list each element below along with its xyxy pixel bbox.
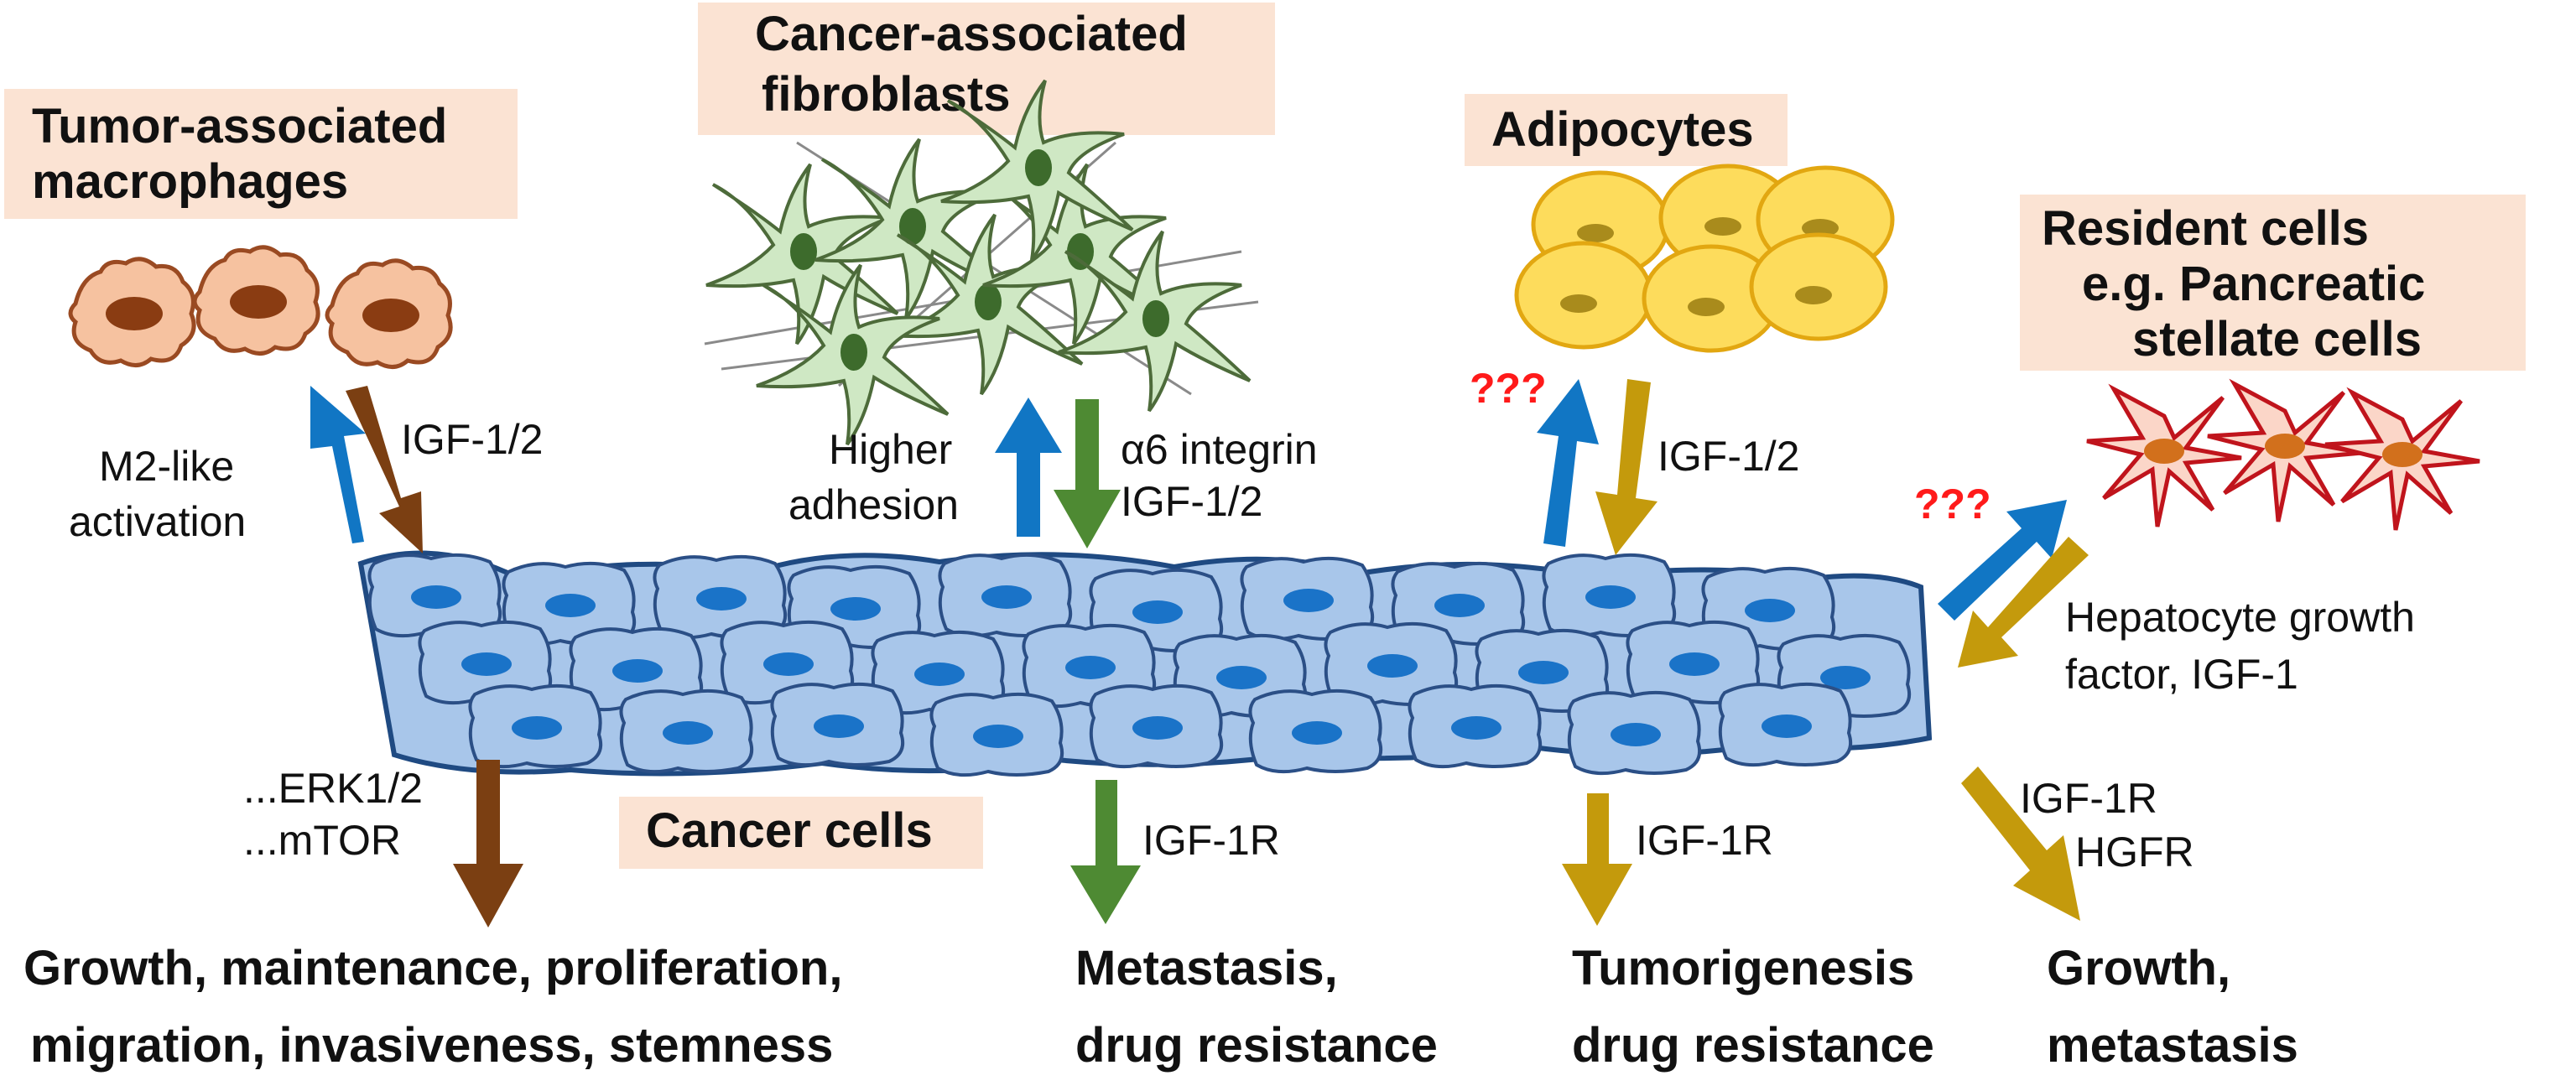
macrophages-header-box xyxy=(4,89,518,219)
resident-header-box xyxy=(2020,195,2526,371)
outcome-3-line1: Tumorigenesis xyxy=(1572,941,1915,995)
path3-label: IGF-1R xyxy=(1636,817,1773,864)
macrophages-header-line2: macrophages xyxy=(32,154,349,209)
adi-down-arrow xyxy=(1595,379,1657,555)
cancer-cells-header-box xyxy=(619,797,983,869)
macrophages-header-line1: Tumor-associated xyxy=(32,99,448,153)
adi-unknown-label: ??? xyxy=(1470,365,1547,412)
cancer-cells-header: Cancer cells xyxy=(646,803,933,858)
adipocytes-header-box xyxy=(1465,94,1788,166)
fib-up-arrow xyxy=(995,398,1062,537)
outcome-2-line2: drug resistance xyxy=(1075,1018,1438,1073)
mac-up-label-line2: activation xyxy=(69,498,247,545)
path1-label-line1: ...ERK1/2 xyxy=(243,765,423,812)
fibroblasts-header-box xyxy=(698,3,1275,135)
path1-arrow xyxy=(453,760,523,928)
fib-up-label-line2: adhesion xyxy=(788,481,959,528)
outcome-1-line1: Growth, maintenance, proliferation, xyxy=(23,941,843,995)
fib-down-label-line1: α6 integrin xyxy=(1121,426,1318,473)
path4-arrow xyxy=(1961,766,2080,921)
resident-header-line3: stellate cells xyxy=(2132,312,2422,366)
path2-label: IGF-1R xyxy=(1142,817,1280,864)
fib-down-arrow xyxy=(1054,399,1121,548)
res-down-arrow xyxy=(1958,537,2089,668)
path3-arrow xyxy=(1562,793,1632,926)
outcome-4-line2: metastasis xyxy=(2047,1018,2298,1073)
outcome-4-line1: Growth, xyxy=(2047,941,2231,995)
arrows xyxy=(310,379,2089,928)
cancer-cell-sheet xyxy=(357,550,1933,777)
fibroblast-cells xyxy=(704,79,1259,446)
fibroblasts-header-line1: Cancer-associated xyxy=(755,7,1188,61)
adi-down-label: IGF-1/2 xyxy=(1657,433,1800,480)
macrophage-cells xyxy=(70,247,450,367)
path4-label-line2: HGFR xyxy=(2075,829,2194,876)
res-down-label-line2: factor, IGF-1 xyxy=(2065,651,2298,698)
mac-down-arrow xyxy=(346,386,423,553)
path1-label-line2: ...mTOR xyxy=(243,817,401,864)
path2-arrow xyxy=(1070,780,1141,924)
res-down-label-line1: Hepatocyte growth xyxy=(2065,594,2415,641)
fib-up-label-line1: Higher xyxy=(829,426,953,473)
adipocytes-header: Adipocytes xyxy=(1491,102,1754,157)
outcome-1-line2: migration, invasiveness, stemness xyxy=(30,1018,834,1073)
path4-label-line1: IGF-1R xyxy=(2020,775,2157,822)
stellate-cells xyxy=(2087,384,2480,530)
adi-up-arrow xyxy=(1537,379,1599,547)
resident-header-line2: e.g. Pancreatic xyxy=(2082,257,2426,311)
fib-down-label-line2: IGF-1/2 xyxy=(1121,478,1263,525)
adipocyte-cells xyxy=(1517,166,1892,351)
mac-up-label-line1: M2-like xyxy=(99,443,235,490)
res-up-arrow xyxy=(1938,500,2067,621)
outcome-3-line2: drug resistance xyxy=(1572,1018,1934,1073)
mac-up-arrow xyxy=(310,386,366,543)
resident-header-line1: Resident cells xyxy=(2042,201,2370,256)
outcome-2-line1: Metastasis, xyxy=(1075,941,1338,995)
mac-down-label: IGF-1/2 xyxy=(401,416,544,463)
res-unknown-label: ??? xyxy=(1914,481,1991,527)
